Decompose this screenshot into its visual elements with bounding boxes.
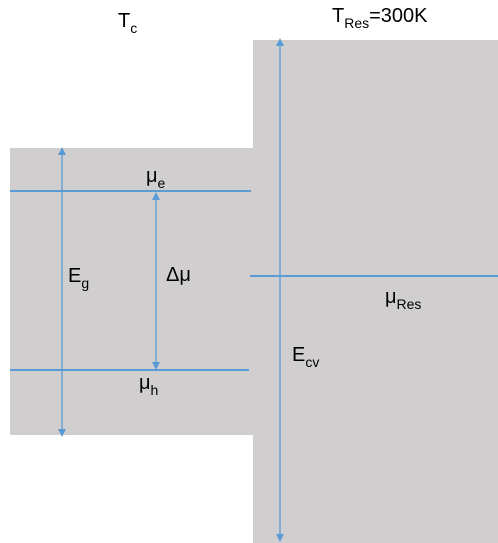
cell-temperature-label: Tc (118, 10, 137, 36)
mu-e-label: μe (146, 165, 166, 191)
mu-res-label: μRes (385, 286, 421, 312)
eg-label: Eg (68, 265, 89, 291)
cell-region (10, 148, 253, 435)
delta-mu-label: Δμ (166, 264, 191, 286)
ecv-label: Ecv (292, 344, 319, 370)
reservoir-region (253, 40, 498, 543)
reservoir-temperature-label: TRes=300K (332, 5, 428, 31)
mu-h-label: μh (139, 372, 158, 398)
